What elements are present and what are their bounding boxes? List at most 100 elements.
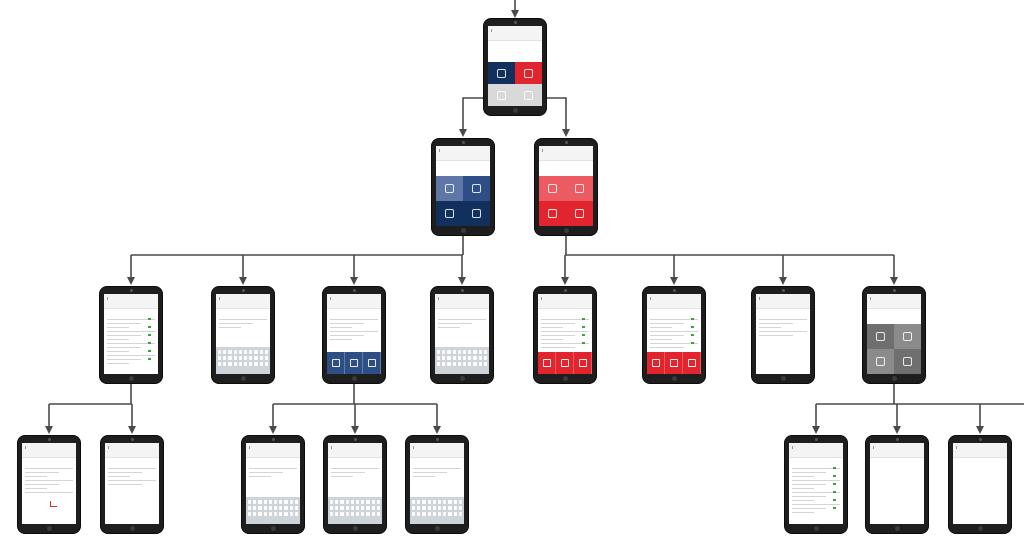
keyboard-key[interactable] bbox=[432, 512, 436, 516]
keyboard-key[interactable] bbox=[223, 350, 227, 354]
keyboard-key[interactable] bbox=[443, 506, 447, 510]
keyboard-key[interactable] bbox=[438, 506, 442, 510]
keyboard-key[interactable] bbox=[264, 356, 268, 360]
keyboard-key[interactable] bbox=[437, 362, 441, 366]
keyboard-key[interactable] bbox=[458, 500, 462, 504]
keyboard-key[interactable] bbox=[457, 350, 461, 354]
tablet-screen-red-d[interactable] bbox=[863, 287, 925, 383]
keyboard-key[interactable] bbox=[443, 500, 447, 504]
tablet-screen-blue-c[interactable] bbox=[323, 287, 385, 383]
tablet-screen-blue-menu[interactable] bbox=[432, 139, 494, 235]
menu-tile[interactable] bbox=[515, 84, 542, 106]
bottom-action-button[interactable] bbox=[363, 352, 381, 374]
keyboard-key[interactable] bbox=[376, 506, 380, 510]
keyboard-key[interactable] bbox=[330, 500, 334, 504]
keyboard-key[interactable] bbox=[468, 362, 472, 366]
keyboard-key[interactable] bbox=[412, 506, 416, 510]
back-icon[interactable] bbox=[541, 297, 546, 300]
keyboard-key[interactable] bbox=[478, 362, 482, 366]
keyboard-key[interactable] bbox=[427, 506, 431, 510]
menu-tile[interactable] bbox=[436, 176, 463, 201]
keyboard-key[interactable] bbox=[371, 500, 375, 504]
keyboard-key[interactable] bbox=[442, 362, 446, 366]
keyboard-key[interactable] bbox=[289, 512, 293, 516]
tablet-screen-blue-a-2[interactable] bbox=[101, 436, 163, 533]
keyboard-key[interactable] bbox=[371, 512, 375, 516]
keyboard-key[interactable] bbox=[356, 512, 360, 516]
keyboard-key[interactable] bbox=[274, 500, 278, 504]
keyboard-key[interactable] bbox=[268, 506, 272, 510]
keyboard-key[interactable] bbox=[254, 356, 258, 360]
keyboard-key[interactable] bbox=[350, 506, 354, 510]
keyboard-key[interactable] bbox=[268, 500, 272, 504]
back-icon[interactable] bbox=[792, 446, 797, 449]
keyboard-key[interactable] bbox=[340, 506, 344, 510]
keyboard-key[interactable] bbox=[361, 512, 365, 516]
on-screen-keyboard[interactable] bbox=[435, 347, 489, 374]
tablet-screen-red-d-3[interactable] bbox=[949, 436, 1011, 533]
menu-tile[interactable] bbox=[894, 349, 921, 374]
keyboard-key[interactable] bbox=[223, 356, 227, 360]
tablet-screen-red-menu[interactable] bbox=[535, 139, 597, 235]
tablet-screen-red-d-1[interactable] bbox=[785, 436, 847, 533]
tablet-screen-blue-a[interactable] bbox=[100, 287, 162, 383]
menu-tile[interactable] bbox=[566, 201, 593, 226]
keyboard-key[interactable] bbox=[478, 350, 482, 354]
tablet-screen-red-b[interactable] bbox=[643, 287, 705, 383]
keyboard-key[interactable] bbox=[264, 362, 268, 366]
keyboard-key[interactable] bbox=[453, 506, 457, 510]
tablet-screen-red-a[interactable] bbox=[534, 287, 596, 383]
keyboard-key[interactable] bbox=[458, 512, 462, 516]
bottom-action-button[interactable] bbox=[574, 352, 592, 374]
keyboard-key[interactable] bbox=[376, 512, 380, 516]
keyboard-key[interactable] bbox=[248, 506, 252, 510]
keyboard-key[interactable] bbox=[289, 500, 293, 504]
keyboard-key[interactable] bbox=[279, 512, 283, 516]
keyboard-key[interactable] bbox=[453, 500, 457, 504]
keyboard-key[interactable] bbox=[244, 362, 248, 366]
back-icon[interactable] bbox=[759, 297, 764, 300]
keyboard-key[interactable] bbox=[463, 362, 467, 366]
keyboard-key[interactable] bbox=[422, 500, 426, 504]
keyboard-key[interactable] bbox=[468, 350, 472, 354]
keyboard-key[interactable] bbox=[453, 512, 457, 516]
menu-tile[interactable] bbox=[463, 176, 490, 201]
keyboard-key[interactable] bbox=[483, 350, 487, 354]
keyboard-key[interactable] bbox=[443, 512, 447, 516]
keyboard-key[interactable] bbox=[228, 356, 232, 360]
keyboard-key[interactable] bbox=[452, 356, 456, 360]
keyboard-key[interactable] bbox=[422, 512, 426, 516]
back-icon[interactable] bbox=[108, 446, 113, 449]
keyboard-key[interactable] bbox=[463, 356, 467, 360]
keyboard-key[interactable] bbox=[244, 350, 248, 354]
tablet-screen-red-c[interactable] bbox=[752, 287, 814, 383]
back-icon[interactable] bbox=[413, 446, 418, 449]
keyboard-key[interactable] bbox=[258, 506, 262, 510]
keyboard-key[interactable] bbox=[473, 356, 477, 360]
on-screen-keyboard[interactable] bbox=[246, 497, 300, 524]
keyboard-key[interactable] bbox=[366, 506, 370, 510]
tablet-screen-blue-c-3[interactable] bbox=[406, 436, 468, 533]
keyboard-key[interactable] bbox=[218, 356, 222, 360]
menu-tile[interactable] bbox=[539, 176, 566, 201]
keyboard-key[interactable] bbox=[294, 506, 298, 510]
keyboard-key[interactable] bbox=[268, 512, 272, 516]
keyboard-key[interactable] bbox=[258, 512, 262, 516]
back-icon[interactable] bbox=[438, 297, 443, 300]
keyboard-key[interactable] bbox=[254, 350, 258, 354]
back-icon[interactable] bbox=[542, 149, 547, 152]
keyboard-key[interactable] bbox=[233, 350, 237, 354]
keyboard-key[interactable] bbox=[448, 500, 452, 504]
menu-tile[interactable] bbox=[515, 62, 542, 84]
bottom-action-button[interactable] bbox=[345, 352, 363, 374]
keyboard-key[interactable] bbox=[244, 356, 248, 360]
keyboard-key[interactable] bbox=[457, 362, 461, 366]
keyboard-key[interactable] bbox=[263, 506, 267, 510]
keyboard-key[interactable] bbox=[356, 500, 360, 504]
keyboard-key[interactable] bbox=[350, 512, 354, 516]
menu-tile[interactable] bbox=[463, 201, 490, 226]
keyboard-key[interactable] bbox=[473, 350, 477, 354]
keyboard-key[interactable] bbox=[345, 500, 349, 504]
keyboard-key[interactable] bbox=[249, 356, 253, 360]
menu-tile[interactable] bbox=[867, 349, 894, 374]
